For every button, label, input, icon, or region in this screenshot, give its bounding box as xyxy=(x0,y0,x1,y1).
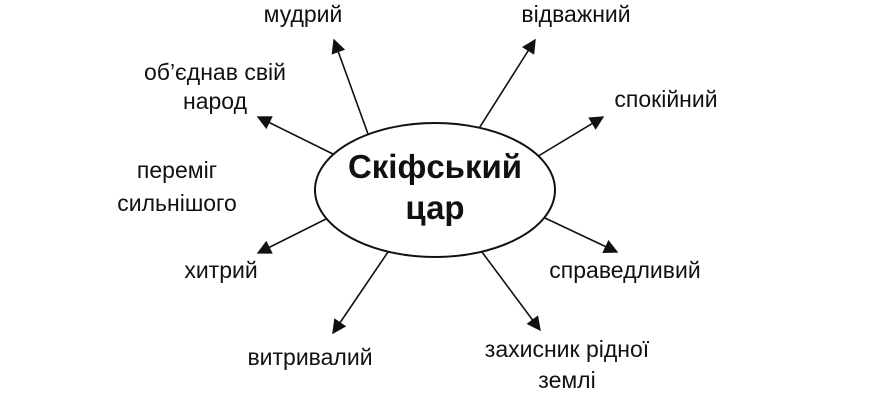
arrow-united xyxy=(256,116,336,156)
center-title-line1: Скіфський xyxy=(348,148,522,185)
trait-calm: спокійний xyxy=(614,86,717,112)
trait-wise: мудрий xyxy=(264,1,343,27)
arrow-defender xyxy=(481,251,541,332)
arrow-wise xyxy=(331,38,373,146)
trait-defender-line2: землі xyxy=(538,367,595,393)
arrow-just xyxy=(544,217,619,253)
center-ellipse xyxy=(314,122,556,258)
arrow-calm xyxy=(534,116,605,159)
trait-enduring: витривалий xyxy=(247,344,372,370)
trait-united-line2: народ xyxy=(183,88,248,114)
trait-defeated-line1: переміг xyxy=(137,157,217,183)
trait-cunning: хитрий xyxy=(184,257,257,283)
trait-just: справедливий xyxy=(549,257,700,283)
trait-defender-line1: захисник рідної xyxy=(485,336,650,362)
center-title-line2: цар xyxy=(405,189,464,226)
trait-united-line1: об’єднав свій xyxy=(144,59,286,85)
arrow-cunning xyxy=(256,217,329,254)
arrows xyxy=(256,38,619,335)
arrow-enduring xyxy=(332,251,389,335)
arrow-brave xyxy=(477,38,536,131)
trait-defeated-line2: сильнішого xyxy=(117,190,236,216)
trait-brave: відважний xyxy=(521,1,630,27)
